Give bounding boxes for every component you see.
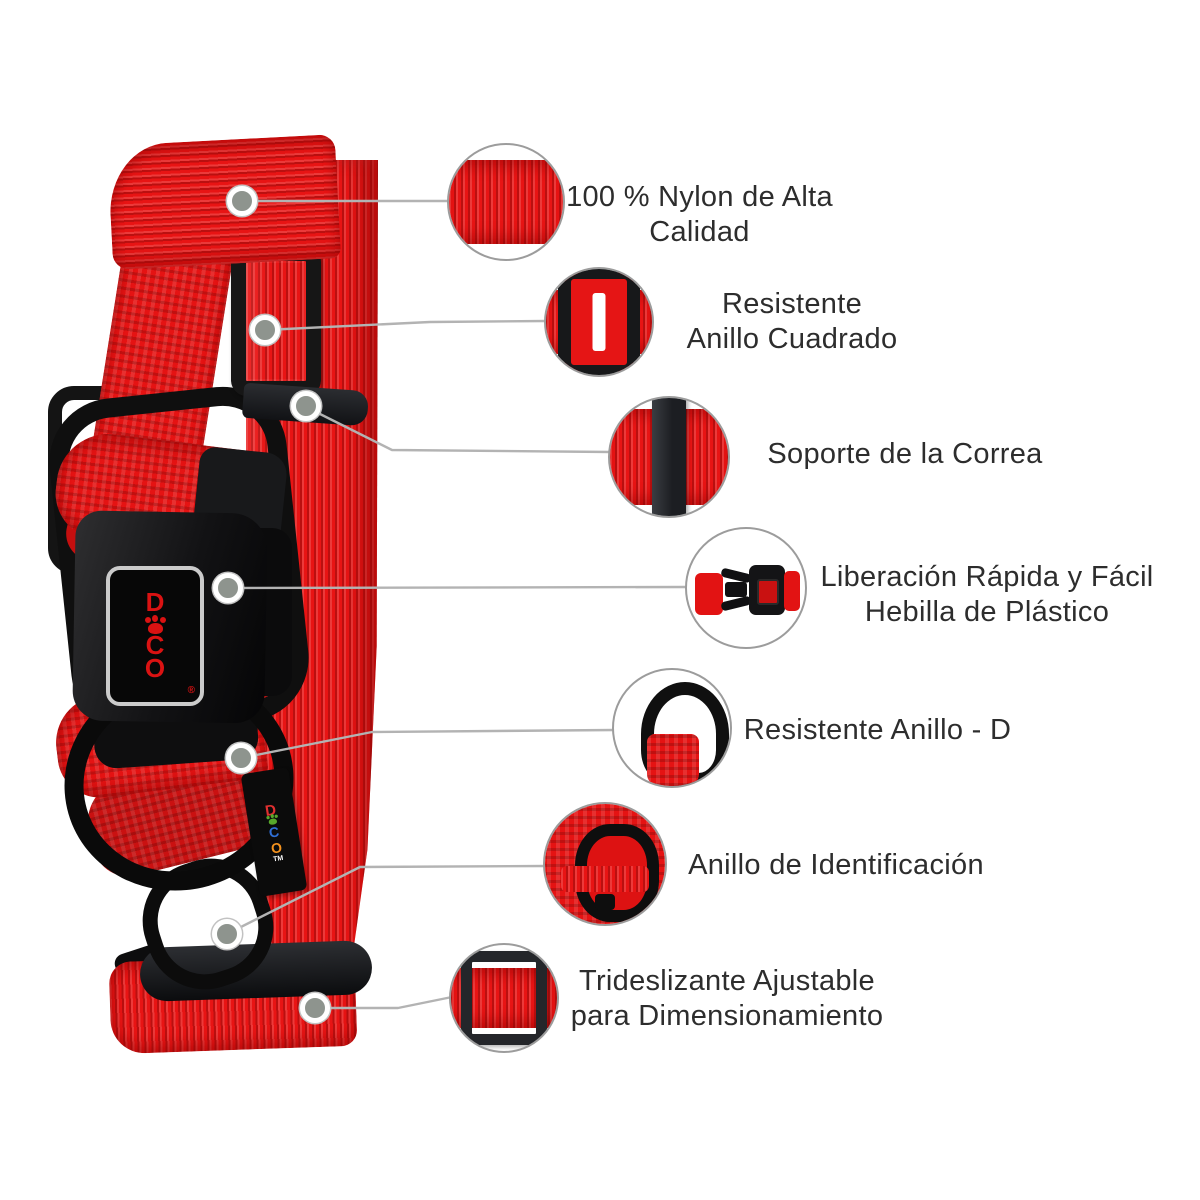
collar-top-loop [106,134,342,270]
callout-label-line: Resistente [721,288,862,320]
callout-label-line: Anillo Cuadrado [686,323,898,356]
callout-label-line: 100 % Nylon de Alta [566,181,833,213]
ring-slot [592,293,606,351]
callout-thumbnail-buckle [685,527,807,649]
paw-print-icon [144,614,163,634]
buckle-right-strap [784,571,800,611]
trademark-mark: TM [272,854,284,863]
buckle-logo-window [757,579,779,605]
callout-marker-d-ring [226,743,256,773]
brand-letter-o: O [144,653,166,684]
d-ring-strap [647,734,699,786]
tag-letter-c: C [267,822,281,841]
callout-marker-id-ring [212,919,242,949]
callout-label-id-ring: Anillo de Identificación [675,848,997,883]
callout-label-line: Hebilla de Plástico [864,596,1110,629]
buckle-prong-center [725,582,747,597]
callout-label-line: Liberación Rápida y Fácil [820,561,1154,593]
id-ring-strap-bar [561,866,649,892]
callout-label-line: Soporte de la Correa [767,438,1043,470]
callout-marker-strap-keeper [291,391,321,421]
registered-mark: ® [187,685,195,696]
callout-marker-square-ring [250,315,280,345]
callout-thumbnail-strap-keeper [608,396,730,518]
callout-label-line: Trideslizante Ajustable [579,965,875,997]
callout-marker-tri-glide [300,993,330,1023]
tag-letter-o: O [269,838,284,857]
callout-marker-nylon [227,186,257,216]
id-ring-nub [595,894,615,910]
callout-thumbnail-d-ring [612,668,732,788]
brand-logo-plate: D C O ® [106,566,204,706]
tri-glide-icon [461,951,547,1045]
callout-label-line: Resistente Anillo - D [743,714,1012,746]
callout-thumbnail-square-ring [544,267,654,377]
callout-marker-buckle [213,573,243,603]
brand-letter-d: D [145,586,165,617]
callout-thumbnail-id-ring [543,802,667,926]
buckle-left-strap [695,573,723,615]
callout-label-square-ring: Resistente Anillo Cuadrado [657,287,927,358]
callout-thumbnail-nylon [447,143,565,261]
callout-label-d-ring: Resistente Anillo - D [725,713,1030,748]
callout-thumbnail-tri-glide [449,943,559,1053]
callout-label-buckle: Liberación Rápida y Fácil Hebilla de Plá… [798,560,1176,631]
callout-label-nylon: 100 % Nylon de Alta Calidad [552,180,847,251]
callout-label-line: Anillo de Identificación [688,849,984,881]
callout-label-line: para Dimensionamiento [570,1000,884,1033]
callout-label-tri-glide: Trideslizante Ajustable para Dimensionam… [562,964,892,1035]
strap-keeper-icon [652,398,686,516]
buckle-prong-bottom [720,595,752,612]
callout-label-strap-keeper: Soporte de la Correa [740,437,1070,472]
brand-letter-c: C [145,629,165,660]
nylon-webbing-swatch [449,159,563,245]
paw-print-icon [267,817,277,825]
callout-label-line: Calidad [649,216,750,249]
